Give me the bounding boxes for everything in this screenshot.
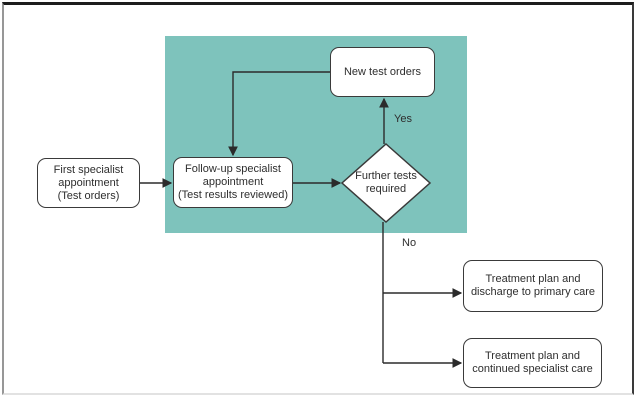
edge-label-no: No <box>402 237 417 249</box>
node-followup-specialist-appointment: Follow-up specialist appointment (Test r… <box>173 157 293 208</box>
decision-diamond-shape <box>340 142 432 224</box>
node-first-specialist-appointment: First specialist appointment (Test order… <box>37 158 140 208</box>
edge-neworders-to-followup <box>228 71 330 157</box>
node-further-tests-required-label: Further tests required <box>355 170 417 195</box>
node-treatment-continued-specialist-care: Treatment plan and continued specialist … <box>463 338 602 388</box>
node-new-test-orders: New test orders <box>330 47 435 97</box>
node-treatment-discharge-primary-care: Treatment plan and discharge to primary … <box>463 260 603 312</box>
edge-label-yes: Yes <box>394 113 412 125</box>
